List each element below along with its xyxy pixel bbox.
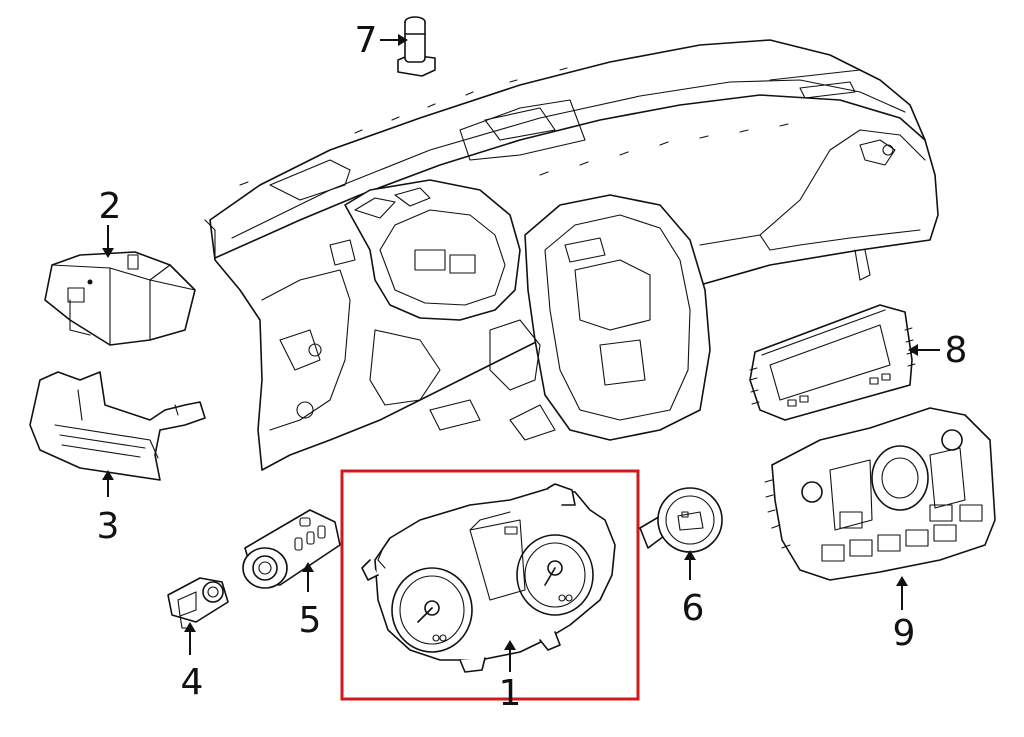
callout-6: 6 — [682, 588, 705, 629]
callout-5: 5 — [299, 600, 322, 641]
callout-7: 7 — [355, 20, 378, 61]
part-5-headlamp-switch — [242, 509, 341, 589]
callout-numbers: 1 2 3 4 5 6 7 8 9 — [97, 20, 968, 714]
part-2-control-module — [44, 251, 196, 346]
part-4-switch — [167, 577, 229, 629]
callout-2: 2 — [99, 186, 122, 227]
part-8-display-unit — [749, 304, 916, 421]
callout-3: 3 — [97, 506, 120, 547]
callout-1: 1 — [499, 673, 522, 714]
callout-8: 8 — [945, 330, 968, 371]
callout-9: 9 — [893, 613, 916, 654]
highlight-box — [340, 469, 640, 701]
instrument-panel — [204, 39, 939, 471]
callout-leaders — [102, 34, 940, 672]
part-1-instrument-cluster — [361, 483, 616, 673]
part-9-radio-control-panel — [764, 407, 996, 581]
callout-4: 4 — [181, 662, 204, 703]
part-7-sensor-plug — [397, 16, 436, 77]
part-6-ignition-switch — [639, 487, 723, 553]
part-3-mounting-bracket — [29, 371, 206, 481]
